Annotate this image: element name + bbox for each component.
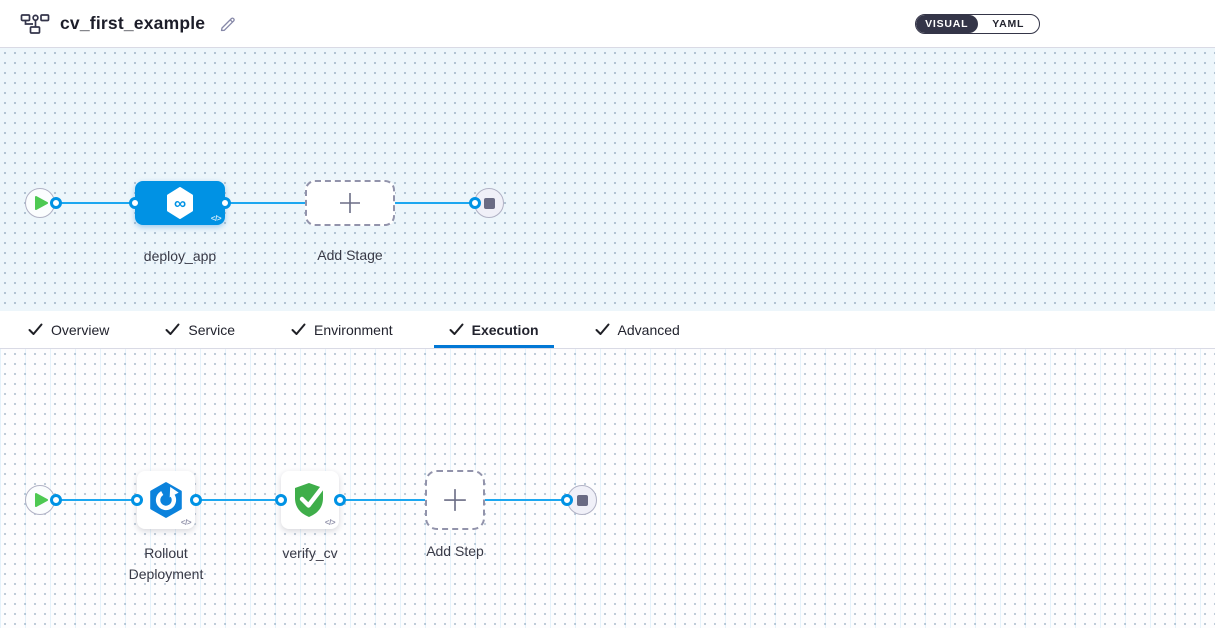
stop-icon [483,197,495,209]
edit-pencil-icon[interactable] [219,15,237,33]
plus-icon [444,489,466,511]
yaml-toggle-button[interactable]: YAML [992,18,1025,30]
port [131,494,143,506]
tab-environment[interactable]: Environment [276,311,408,348]
tab-advanced[interactable]: Advanced [580,311,695,348]
check-icon [165,323,180,335]
check-icon [595,323,610,335]
step-node-rollout-deployment[interactable]: </> [137,471,195,529]
edge-stage-to-addstage [225,202,305,204]
tab-overview[interactable]: Overview [13,311,124,348]
port [50,494,62,506]
add-stage-button[interactable] [305,180,395,226]
svg-text:∞: ∞ [174,194,186,213]
execution-canvas[interactable]: </> </> Rollout Deployment verify_cv Add… [0,349,1215,628]
add-step-button[interactable] [425,470,485,530]
edge-addstage-to-end [395,202,475,204]
edge-verify-to-addstep [340,499,425,501]
step-code-icon: </> [324,518,336,527]
edge-addstep-to-end [485,499,567,501]
edge-rollout-to-verify [196,499,281,501]
tab-execution[interactable]: Execution [433,311,554,348]
stage-canvas[interactable]: ∞ </> deploy_app Add Stage [0,48,1215,311]
tab-service[interactable]: Service [150,311,250,348]
pipeline-end-node [474,188,504,218]
check-icon [28,323,43,335]
edge-start-to-rollout [56,499,137,501]
play-icon [35,196,48,210]
stage-code-icon: </> [210,214,222,223]
rollout-deployment-icon [150,482,182,518]
edge-start-to-stage [56,202,135,204]
step-label-verify-cv: verify_cv [282,545,338,561]
cd-stage-hexagon-icon: ∞ [167,187,193,219]
add-step-label: Add Step [426,543,484,559]
visual-yaml-toggle: VISUAL YAML [915,14,1040,34]
add-stage-label: Add Stage [317,247,383,263]
pipeline-studio-header: cv_first_example VISUAL YAML [0,0,1215,48]
port [275,494,287,506]
plus-icon [340,193,360,213]
stop-icon [576,494,588,506]
check-icon [291,323,306,335]
port [190,494,202,506]
stage-label: deploy_app [143,248,217,264]
play-icon [35,493,48,507]
pipeline-flowchart-icon [20,12,50,36]
port [561,494,573,506]
port [129,197,141,209]
step-node-verify-cv[interactable]: </> [281,471,339,529]
visual-toggle-button[interactable]: VISUAL [916,15,978,33]
port [469,197,481,209]
shield-check-icon [295,483,325,517]
step-label-rollout-deployment: Rollout Deployment [128,545,204,582]
check-icon [449,323,464,335]
stage-config-tabbar: Overview Service Environment Execution A… [0,311,1215,349]
pipeline-title: cv_first_example [60,13,206,33]
port [50,197,62,209]
port [219,197,231,209]
step-code-icon: </> [180,518,192,527]
stage-node-deploy-app[interactable]: ∞ </> [135,181,225,225]
port [334,494,346,506]
